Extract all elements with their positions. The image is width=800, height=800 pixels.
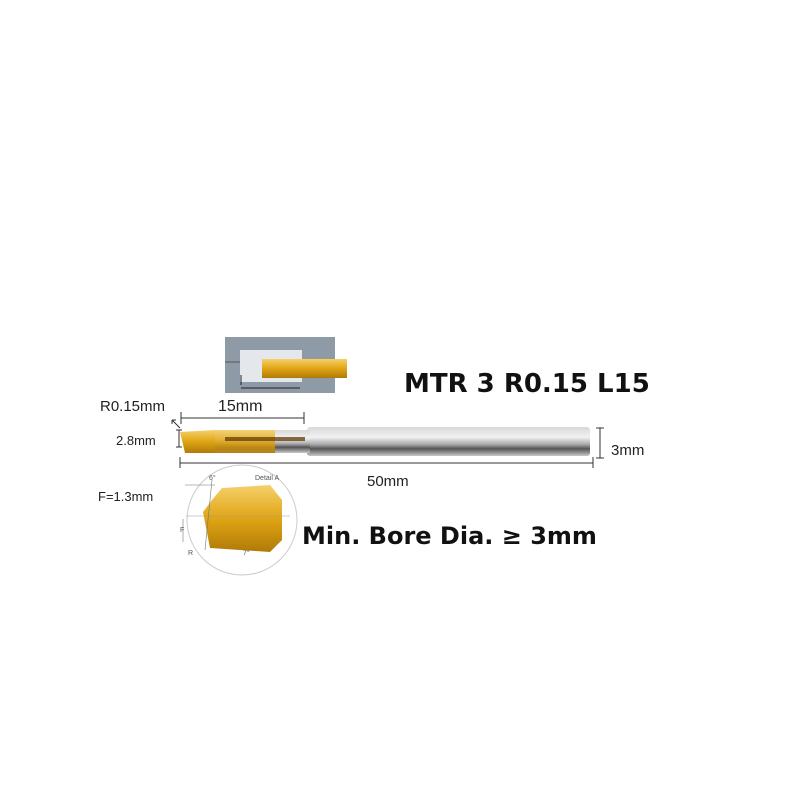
dimension-lines (171, 412, 604, 468)
f-value-label: F=1.3mm (98, 489, 154, 504)
angle-top-label: 6° (209, 475, 216, 482)
head-height-label: 2.8mm (116, 433, 156, 448)
product-title: MTR 3 R0.15 L15 (404, 369, 650, 399)
angle-bottom-label: 7° (243, 550, 250, 557)
min-bore-text: Min. Bore Dia. ≥ 3mm (302, 522, 597, 550)
detail-a-label: Detail A (255, 475, 280, 482)
f-label: F (180, 527, 185, 534)
total-length-label: 50mm (367, 473, 409, 490)
radius-label: R0.15mm (100, 398, 166, 415)
boring-tool (180, 427, 590, 456)
cutting-length-label: 15mm (218, 398, 263, 415)
detail-a-illustration (182, 464, 298, 576)
bore-section-illustration (225, 337, 347, 393)
shank-diameter-label: 3mm (611, 442, 645, 459)
r-label: R (188, 550, 194, 557)
